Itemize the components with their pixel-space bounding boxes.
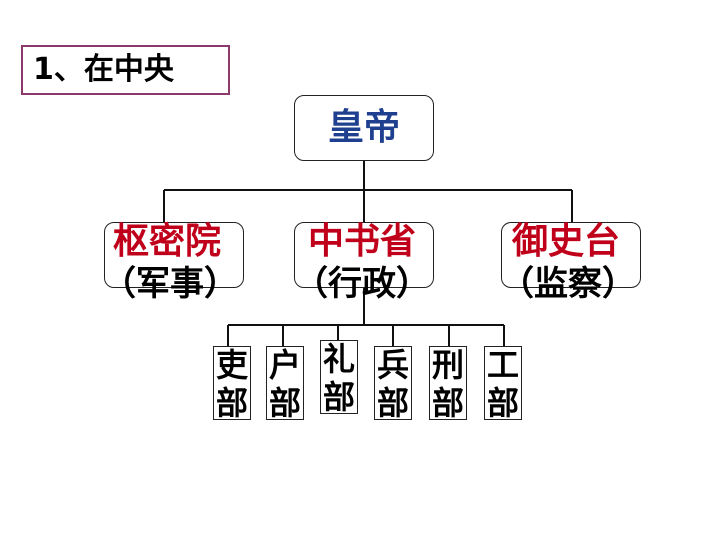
department-role-zhongshusheng: （行政） xyxy=(294,264,430,304)
ministry-char-top: 工 xyxy=(486,346,519,384)
ministry-char-top: 户 xyxy=(268,346,301,384)
ministry-char-top: 吏 xyxy=(215,346,248,384)
emperor-label: 皇帝 xyxy=(327,107,400,148)
department-name-zhongshusheng: 中书省 xyxy=(308,221,417,262)
department-name-yushitai: 御史台 xyxy=(512,221,621,262)
department-role-yushitai: （监察） xyxy=(500,264,636,304)
ministry-char-top: 刑 xyxy=(431,346,464,384)
emperor-node: 皇帝 xyxy=(294,95,434,161)
ministry-char-bottom: 部 xyxy=(376,384,409,422)
ministry-char-bottom: 部 xyxy=(486,384,519,422)
ministry-char-bottom: 部 xyxy=(268,384,301,422)
department-node-zhongshusheng xyxy=(294,222,434,288)
department-role-shumiyuan: （军事） xyxy=(102,264,238,304)
ministry-char-bottom: 部 xyxy=(215,384,248,422)
ministry-box-libu-official: 吏 部 xyxy=(213,346,251,422)
department-name-shumiyuan: 枢密院 xyxy=(113,221,222,262)
ministry-char-top: 礼 xyxy=(322,340,355,378)
ministry-box-libu-rites: 礼 部 xyxy=(320,340,358,416)
ministry-char-bottom: 部 xyxy=(322,378,355,416)
section-title: 1、在中央 xyxy=(33,52,174,87)
ministry-box-hubu: 户 部 xyxy=(266,346,304,422)
section-title-box: 1、在中央 xyxy=(21,45,230,95)
department-node-yushitai xyxy=(501,222,641,288)
ministry-char-bottom: 部 xyxy=(431,384,464,422)
ministry-box-bingbu: 兵 部 xyxy=(374,346,412,422)
department-node-shumiyuan xyxy=(104,222,244,288)
ministry-char-top: 兵 xyxy=(376,346,409,384)
ministry-box-gongbu: 工 部 xyxy=(484,346,522,422)
ministry-box-xingbu: 刑 部 xyxy=(429,346,467,422)
